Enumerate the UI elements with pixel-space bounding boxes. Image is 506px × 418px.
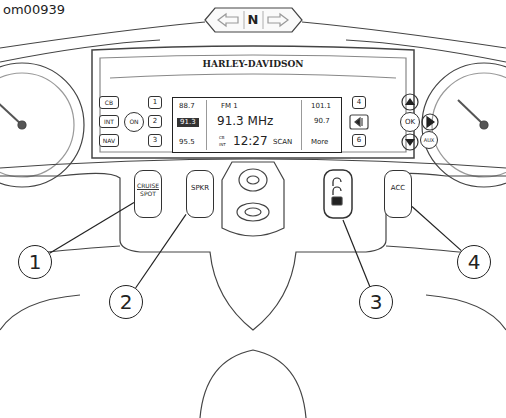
cb-button: CB	[99, 96, 119, 109]
button-text: 2	[153, 118, 157, 125]
display-text: 90.7	[314, 118, 330, 125]
button-text: CB	[105, 100, 113, 106]
radio-display: 88.7 FM 1 101.1 91.3 91.3 MHz 90.7 95.5 CB INT 12…	[172, 97, 342, 153]
nav-button: NAV	[99, 134, 119, 147]
display-text: 91.3 MHz	[217, 115, 273, 127]
callout-number: 2	[120, 292, 133, 312]
aux-button: AUX	[420, 131, 438, 149]
button-text: 4	[357, 99, 361, 106]
display-text: INT	[219, 143, 226, 147]
preset-button: 3	[148, 134, 162, 147]
button-text: INT	[104, 119, 114, 125]
display-text: 12:27	[233, 135, 268, 147]
button-text: 3	[153, 137, 157, 144]
callout-number: 1	[18, 245, 52, 279]
display-text: SCAN	[273, 139, 292, 146]
button-text: ACC	[391, 185, 405, 192]
divider	[206, 100, 207, 150]
cruise-spot-switch: CRUISESPOT	[134, 170, 162, 218]
display-text: More	[311, 139, 328, 146]
button-text: AUX	[424, 138, 435, 143]
int-button: INT	[99, 115, 119, 128]
button-text: NAV	[103, 138, 115, 144]
button-text: 1	[153, 99, 157, 106]
callout-number: 3	[359, 285, 393, 319]
preset-button: 4	[352, 96, 366, 109]
brand-name: HARLEY-DAVIDSON	[202, 60, 303, 69]
display-text: CB	[219, 136, 225, 140]
speaker-switch: SPKR	[186, 170, 214, 218]
button-text: ON	[129, 119, 138, 125]
display-text: 101.1	[311, 103, 331, 110]
preset-button: 1	[148, 96, 162, 109]
button-text: OK	[405, 119, 415, 126]
callout-number: 1	[29, 252, 42, 272]
preset-button: 6	[352, 134, 366, 147]
display-text: 88.7	[179, 103, 195, 110]
callout-number: 4	[457, 245, 491, 279]
button-text: 6	[357, 137, 361, 144]
display-text: FM 1	[221, 103, 238, 110]
on-button: ON	[124, 112, 144, 132]
button-text: SPKR	[191, 185, 209, 192]
figure-id: om00939	[3, 3, 65, 16]
leader-line	[136, 214, 186, 288]
display-text: 95.5	[179, 139, 195, 146]
callout-number: 3	[370, 292, 383, 312]
display-text: 91.3	[177, 118, 199, 127]
button-text: SPOT	[140, 191, 156, 197]
leader-line	[343, 220, 370, 287]
divider	[301, 100, 302, 150]
neutral-indicator: N	[248, 13, 259, 26]
ok-button: OK	[400, 112, 420, 132]
preset-button: 2	[148, 115, 162, 128]
acc-switch: ACC	[384, 170, 412, 218]
button-text: CRUISE	[137, 183, 159, 190]
leader-line	[50, 202, 134, 253]
leader-line	[412, 207, 461, 251]
callout-number: 4	[468, 252, 481, 272]
callout-number: 2	[109, 285, 143, 319]
